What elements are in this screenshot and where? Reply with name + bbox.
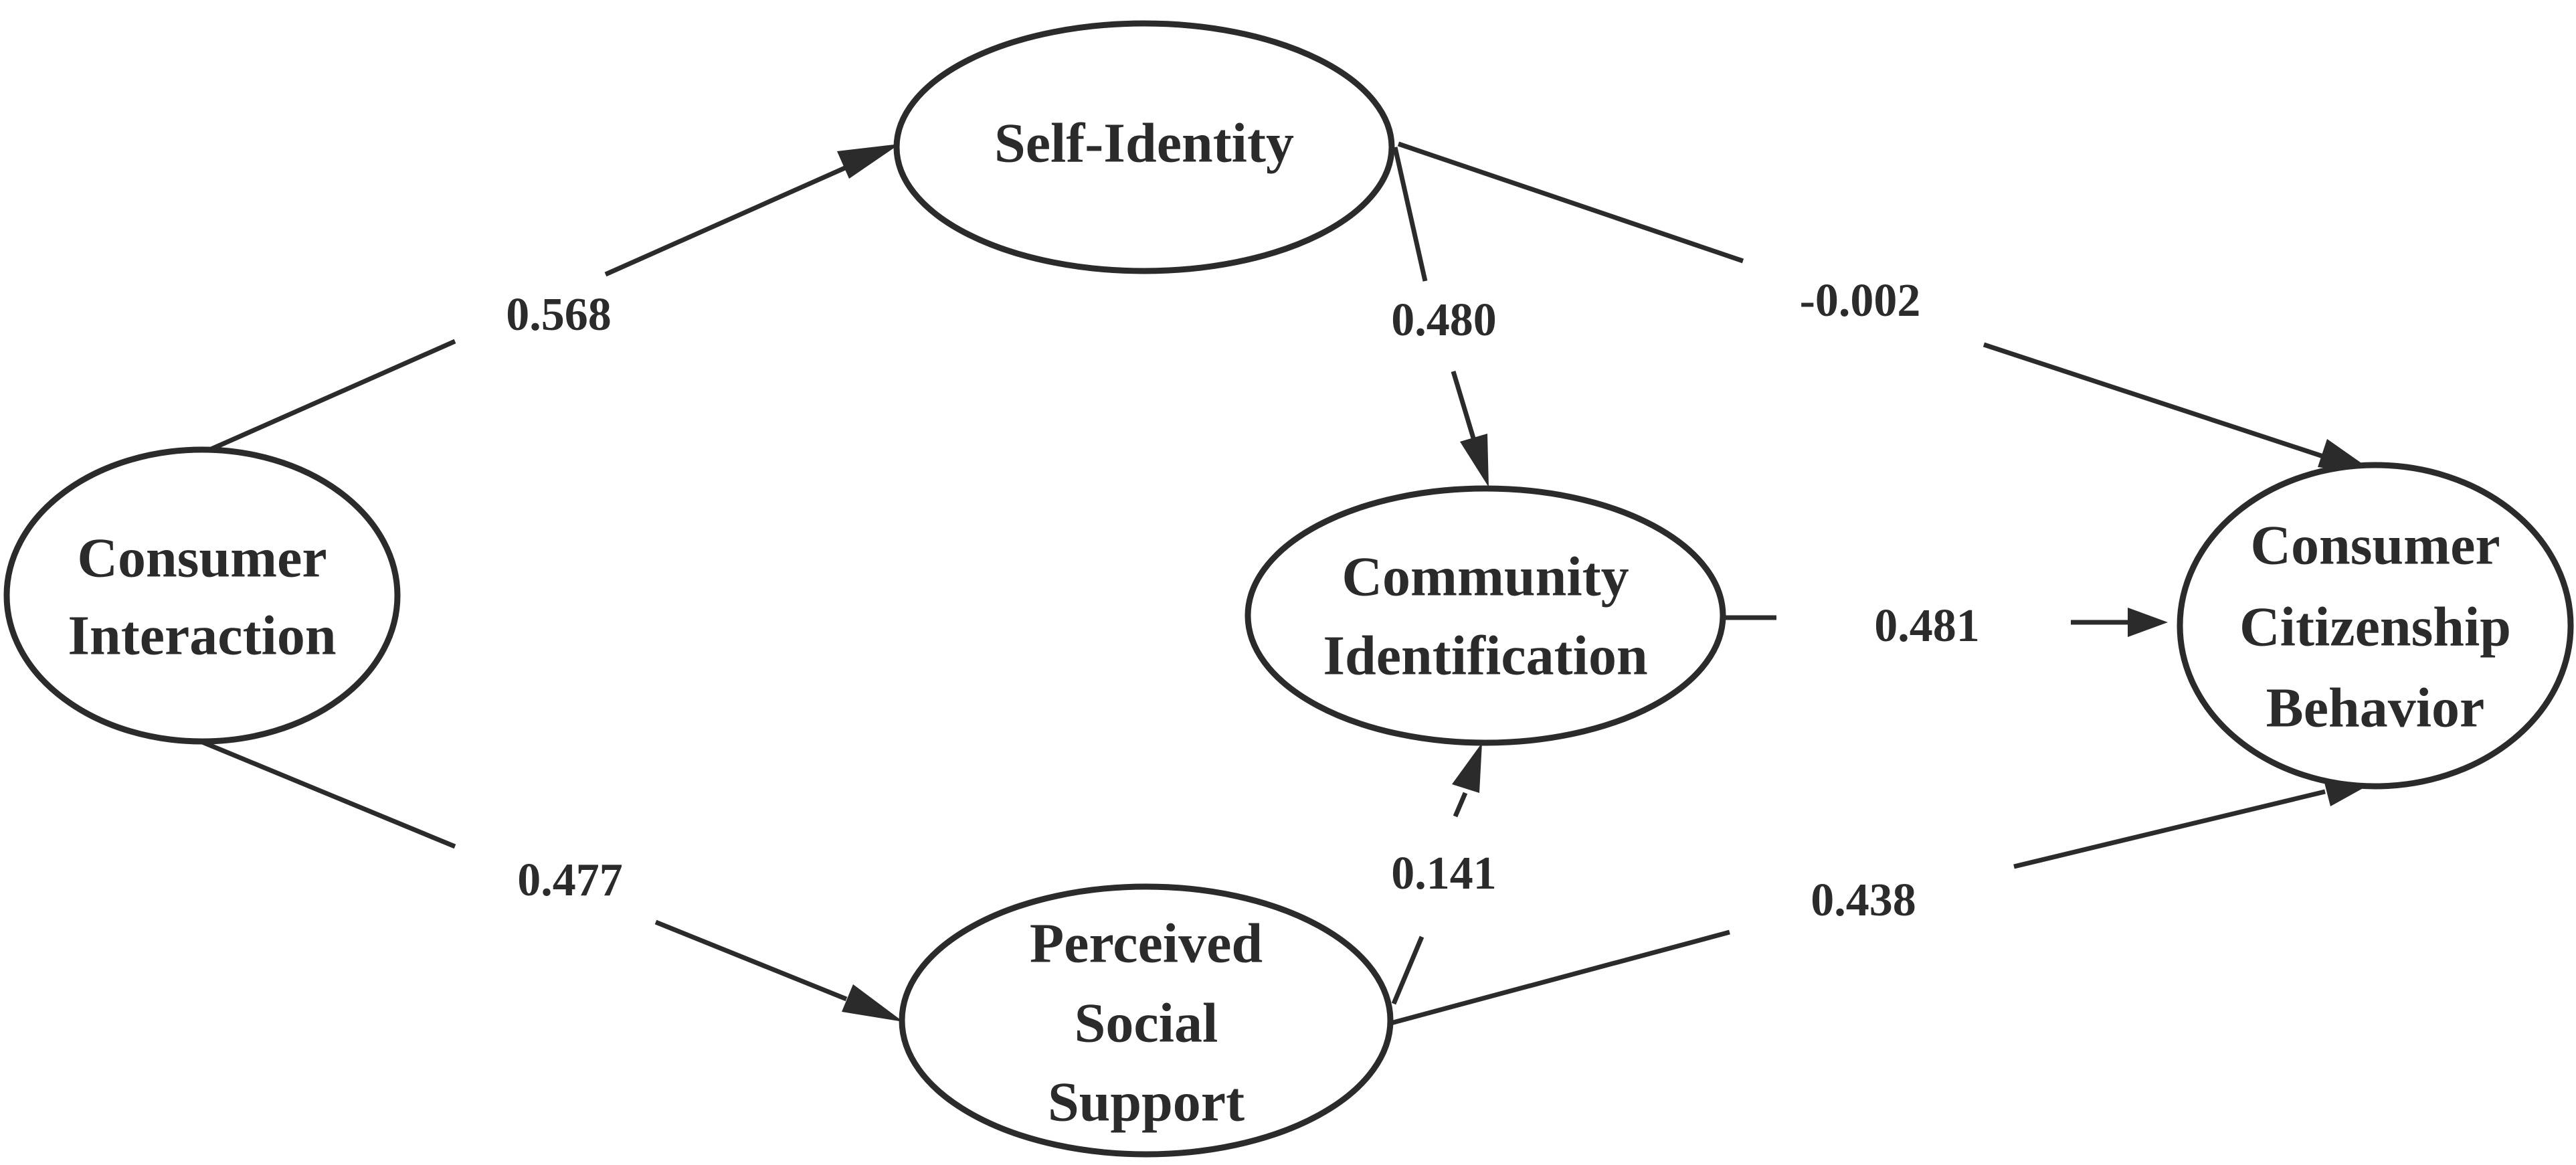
edge-interaction-to-self-identity	[199, 144, 900, 456]
node-community-identification: Community Identification	[1245, 485, 1726, 746]
node-label-line: Community	[1342, 545, 1629, 608]
path-coefficient-label: 0.481	[1874, 600, 1980, 652]
path-coefficient-label: 0.438	[1811, 875, 1916, 926]
node-label-line: Identification	[1323, 624, 1647, 687]
edge-community-to-citizenship	[1723, 608, 2168, 637]
path-coefficient-label: 0.568	[506, 289, 612, 341]
node-label-line: Behavior	[2266, 677, 2485, 739]
edge-social-support-to-community	[1391, 743, 1482, 1005]
path-coefficient-label: 0.477	[517, 855, 623, 906]
node-label-line: Consumer	[2250, 514, 2500, 576]
node-label-line: Consumer	[77, 527, 327, 589]
arrowhead-icon	[1452, 743, 1482, 793]
node-consumer-interaction: Consumer Interaction	[3, 446, 401, 745]
node-label-line: Perceived	[1030, 912, 1263, 974]
node-label-line: Interaction	[68, 604, 336, 666]
arrowhead-icon	[842, 984, 903, 1022]
node-label-line: Social	[1075, 992, 1218, 1054]
node-perceived-social-support: Perceived Social Support	[899, 883, 1394, 1158]
path-coefficient-label: 0.480	[1391, 294, 1497, 346]
node-label-line: Self-Identity	[994, 112, 1294, 174]
edge-self-identity-to-community	[1392, 147, 1489, 487]
path-coefficient-label: 0.141	[1391, 848, 1497, 899]
node-label-line: Citizenship	[2239, 596, 2511, 658]
edge-interaction-to-social-support	[199, 739, 903, 1022]
arrowhead-icon	[2128, 608, 2168, 637]
arrowhead-icon	[1460, 434, 1489, 487]
node-self-identity: Self-Identity	[893, 20, 1395, 274]
node-label-line: Support	[1048, 1071, 1245, 1133]
arrowhead-icon	[837, 144, 900, 179]
node-consumer-citizenship-behavior: Consumer Citizenship Behavior	[2177, 462, 2574, 790]
path-coefficient-label: -0.002	[1800, 275, 1921, 327]
